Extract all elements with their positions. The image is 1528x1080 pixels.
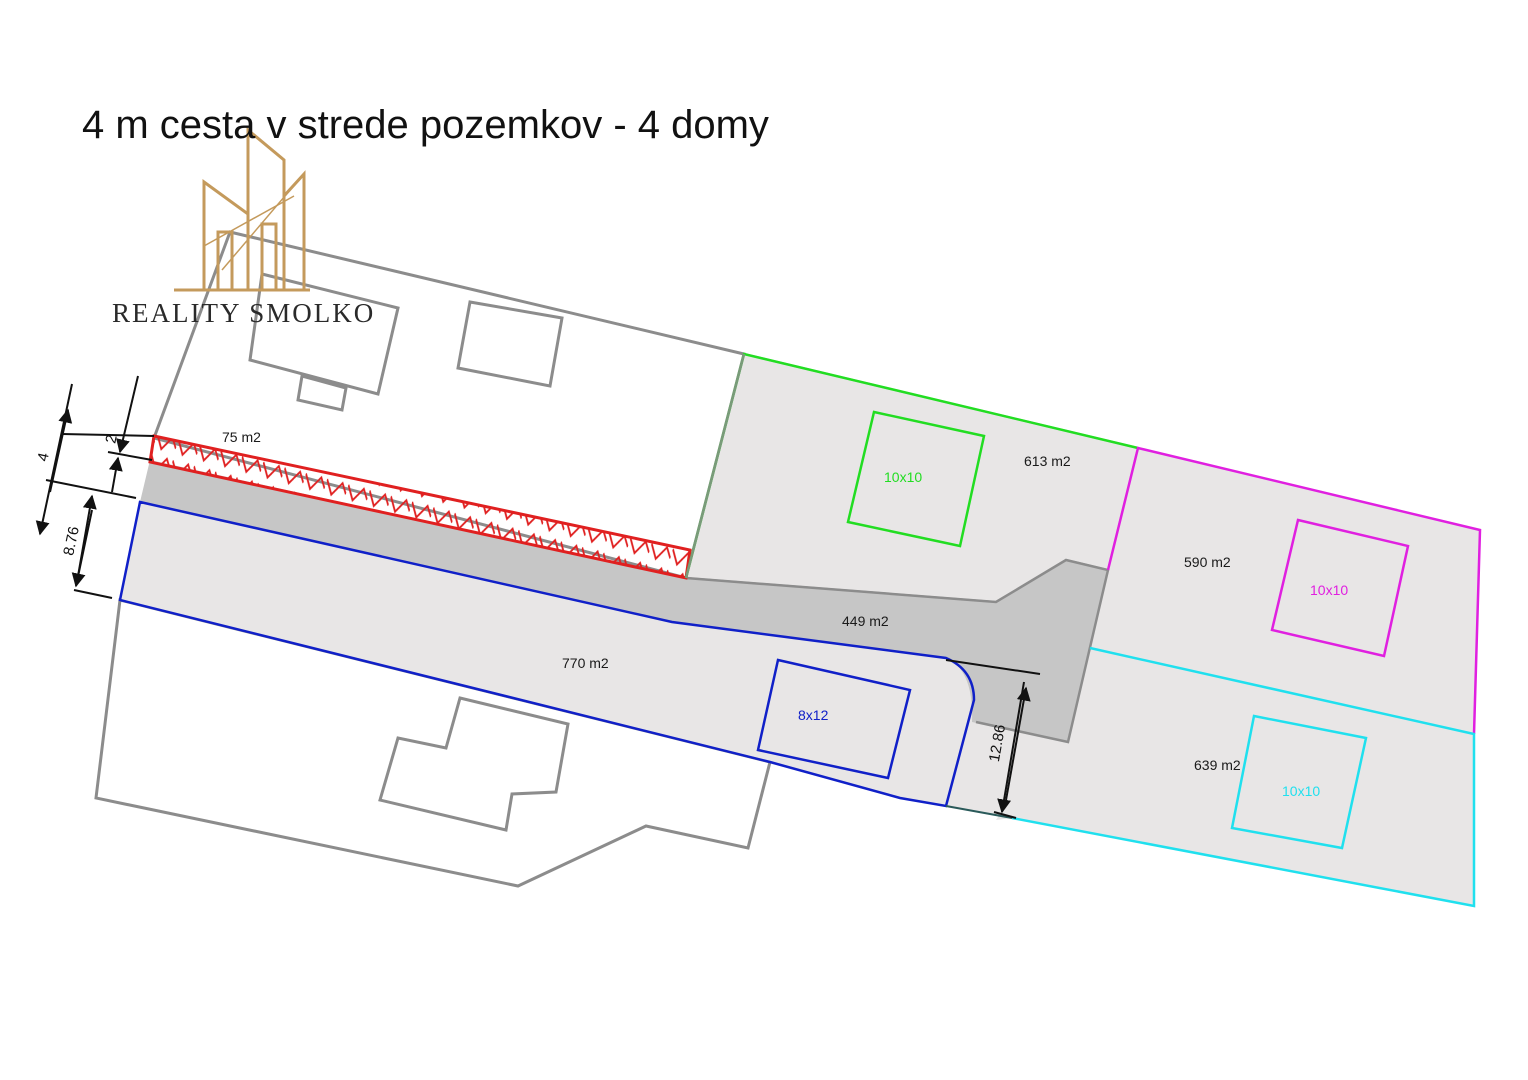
house-blue — [756, 658, 912, 780]
access-road — [140, 460, 1108, 742]
dim-road-width: 4 — [34, 451, 52, 463]
parcel-magenta — [1090, 448, 1480, 734]
neighbor-building-north-2 — [456, 300, 564, 388]
logo-wordmark: REALITY SMOLKO — [112, 298, 375, 328]
label-house-green: 10x10 — [884, 469, 922, 485]
logo-mark — [174, 126, 310, 292]
label-strip-area: 75 m2 — [222, 429, 261, 445]
parcel-magenta-outline — [1106, 446, 1482, 735]
parcel-green-west-edge — [684, 353, 746, 579]
label-house-magenta: 10x10 — [1310, 582, 1348, 598]
neighbor-building-south — [378, 696, 570, 832]
dim-plot-width: 8.76 — [60, 525, 83, 557]
neighbor-building-north-1 — [248, 272, 400, 396]
label-house-blue: 8x12 — [798, 707, 829, 723]
label-road-area: 449 m2 — [842, 613, 889, 629]
parcel-cyan-south-edge-dark — [945, 805, 1013, 819]
dim-road-end: 12.86 — [986, 723, 1009, 763]
label-house-cyan: 10x10 — [1282, 783, 1320, 799]
house-cyan — [1230, 714, 1368, 850]
dimension-left — [35, 375, 155, 599]
page-title: 4 m cesta v strede pozemkov - 4 domy — [82, 103, 769, 147]
parcel-blue-outline — [118, 500, 976, 808]
dimension-road-end — [945, 659, 1041, 819]
parcel-cyan — [996, 648, 1474, 906]
parcel-blue — [120, 502, 974, 806]
label-blue-area: 770 m2 — [562, 655, 609, 671]
house-magenta — [1270, 518, 1410, 658]
label-cyan-area: 639 m2 — [1194, 757, 1241, 773]
parcel-cyan-outline — [1011, 646, 1476, 908]
label-magenta-area: 590 m2 — [1184, 554, 1231, 570]
house-green — [846, 410, 986, 548]
dim-strip-width: 2 — [102, 433, 120, 445]
road-outline — [685, 558, 1110, 744]
label-green-area: 613 m2 — [1024, 453, 1071, 469]
neighbor-building-north-annex — [296, 374, 348, 412]
